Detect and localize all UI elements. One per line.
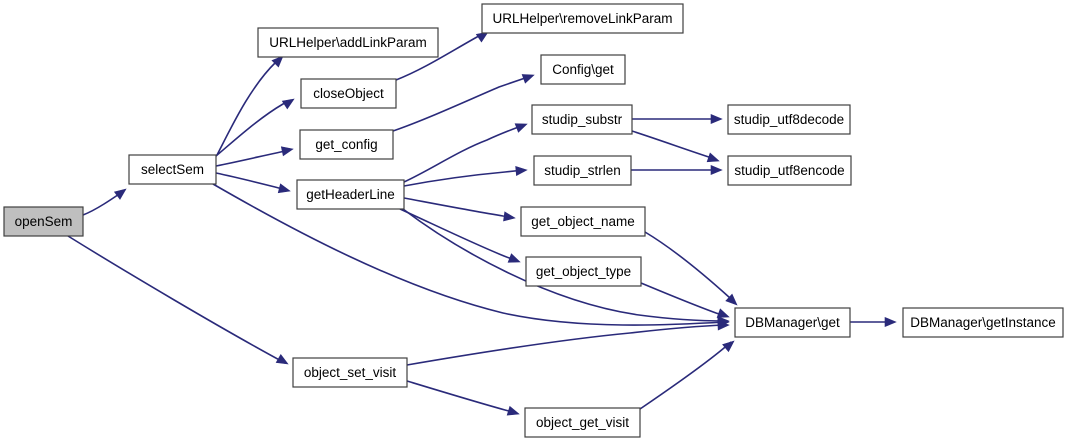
call-edge — [640, 282, 726, 317]
arrowhead-icon — [514, 123, 528, 133]
graph-node-closeObject[interactable]: closeObject — [300, 78, 397, 109]
arrowhead-icon — [277, 183, 291, 194]
node-label: getHeaderLine — [306, 187, 395, 202]
arrowhead-icon — [515, 165, 528, 177]
node-label: get_object_type — [536, 264, 631, 279]
graph-node-get_object_type[interactable]: get_object_type — [525, 256, 642, 287]
node-label: object_get_visit — [536, 415, 629, 430]
node-label: DBManager\get — [745, 315, 840, 330]
call-edge — [216, 56, 282, 156]
graph-node-getHeaderLine[interactable]: getHeaderLine — [296, 179, 405, 210]
node-box[interactable] — [292, 357, 408, 388]
node-box[interactable] — [525, 256, 642, 287]
node-box[interactable] — [540, 54, 626, 85]
graph-node-openSem[interactable]: openSem — [3, 206, 84, 237]
graph-node-studip_utf8encode[interactable]: studip_utf8encode — [727, 155, 852, 186]
arrowhead-icon — [503, 211, 516, 222]
node-label: closeObject — [313, 86, 384, 101]
node-box[interactable] — [257, 27, 439, 58]
call-edge — [403, 169, 525, 187]
call-edge — [644, 231, 735, 304]
call-edge — [215, 149, 291, 167]
call-edge — [406, 324, 726, 366]
arrowhead-icon — [725, 293, 738, 306]
call-edge — [639, 341, 732, 410]
arrowhead-icon — [275, 353, 289, 365]
node-label: object_set_visit — [304, 365, 397, 380]
node-label: openSem — [15, 214, 73, 229]
call-edge — [403, 124, 525, 183]
graph-node-DBManager_getInstance[interactable]: DBManager\getInstance — [902, 307, 1064, 338]
graph-node-selectSem[interactable]: selectSem — [128, 154, 217, 185]
node-box[interactable] — [300, 78, 397, 109]
node-box[interactable] — [727, 155, 852, 186]
arrowhead-icon — [710, 164, 723, 176]
node-box[interactable] — [296, 179, 405, 210]
arrowhead-icon — [706, 152, 720, 163]
call-edge — [406, 380, 517, 414]
arrowhead-icon — [271, 55, 284, 68]
arrowhead-icon — [280, 146, 294, 157]
node-label: get_object_name — [531, 214, 635, 229]
node-label: URLHelper\addLinkParam — [269, 35, 427, 50]
node-box[interactable] — [734, 307, 851, 338]
graph-node-studip_substr[interactable]: studip_substr — [531, 104, 633, 135]
arrowhead-icon — [507, 253, 521, 263]
graph-node-get_config[interactable]: get_config — [299, 129, 394, 160]
node-box[interactable] — [533, 155, 632, 186]
arrowheads-layer — [113, 31, 897, 416]
node-box[interactable] — [128, 154, 217, 185]
node-label: studip_strlen — [544, 163, 621, 178]
call-edge — [403, 197, 513, 218]
arrowhead-icon — [717, 320, 730, 331]
arrowhead-icon — [884, 316, 897, 328]
node-label: get_config — [315, 137, 377, 152]
arrowhead-icon — [722, 340, 735, 353]
call-edge — [215, 99, 292, 157]
graph-node-object_set_visit[interactable]: object_set_visit — [292, 357, 408, 388]
node-box[interactable] — [299, 129, 394, 160]
call-edge — [399, 208, 518, 262]
graph-node-studip_utf8decode[interactable]: studip_utf8decode — [727, 104, 851, 135]
call-edge — [402, 208, 726, 322]
graph-node-addLinkParam[interactable]: URLHelper\addLinkParam — [257, 27, 439, 58]
node-box[interactable] — [524, 407, 641, 438]
node-box[interactable] — [481, 3, 684, 34]
graph-node-object_get_visit[interactable]: object_get_visit — [524, 407, 641, 438]
nodes-layer: openSem selectSem URLHelper\addLinkParam cl… — [3, 3, 1064, 438]
node-label: studip_substr — [542, 112, 623, 127]
call-edge — [392, 75, 532, 132]
node-label: DBManager\getInstance — [910, 315, 1056, 330]
arrowhead-icon — [281, 98, 295, 110]
graph-node-studip_strlen[interactable]: studip_strlen — [533, 155, 632, 186]
graph-node-Config_get[interactable]: Config\get — [540, 54, 626, 85]
arrowhead-icon — [716, 308, 730, 318]
graph-node-removeLinkParam[interactable]: URLHelper\removeLinkParam — [481, 3, 684, 34]
node-label: studip_utf8decode — [734, 112, 844, 127]
graph-node-DBManager_get[interactable]: DBManager\get — [734, 307, 851, 338]
node-box[interactable] — [520, 206, 646, 237]
edges-layer — [67, 32, 893, 414]
arrowhead-icon — [521, 74, 535, 84]
node-label: selectSem — [141, 162, 204, 177]
node-label: studip_utf8encode — [734, 163, 844, 178]
node-box[interactable] — [727, 104, 851, 135]
node-box[interactable] — [3, 206, 84, 237]
call-edge — [215, 172, 288, 191]
arrowhead-icon — [506, 405, 520, 416]
node-box[interactable] — [902, 307, 1064, 338]
node-label: URLHelper\removeLinkParam — [492, 11, 672, 26]
call-edge — [67, 235, 286, 364]
call-edge — [395, 32, 486, 81]
call-edge — [631, 130, 716, 160]
call-edge — [212, 183, 726, 326]
graph-node-get_object_name[interactable]: get_object_name — [520, 206, 646, 237]
arrowhead-icon — [113, 188, 127, 200]
node-label: Config\get — [552, 62, 614, 77]
node-box[interactable] — [531, 104, 633, 135]
arrowhead-icon — [710, 113, 723, 125]
